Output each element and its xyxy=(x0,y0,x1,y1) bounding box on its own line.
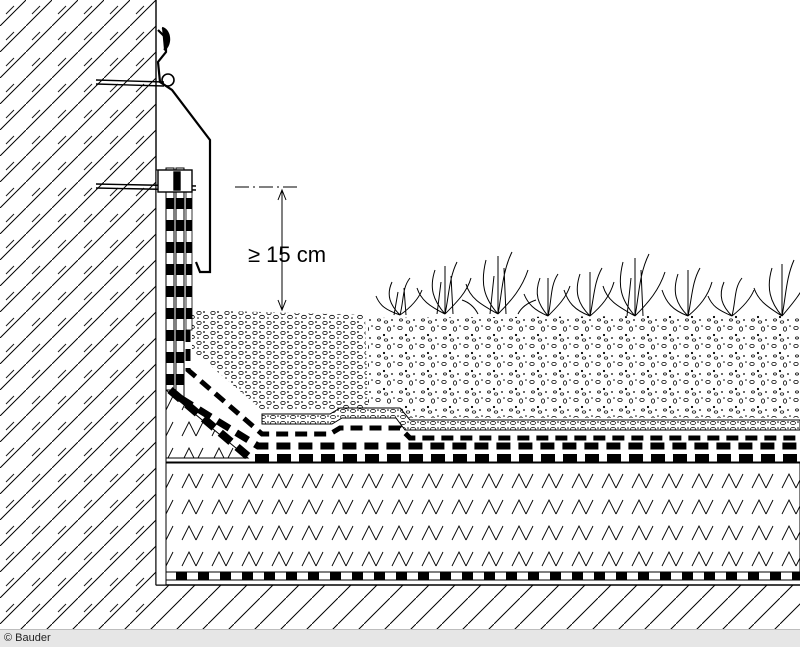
dimension-marker xyxy=(235,186,300,312)
pebble-strip xyxy=(192,310,368,410)
wall-flashing xyxy=(156,26,212,274)
substrate-layer xyxy=(368,315,800,418)
waterproofing-membrane xyxy=(165,167,800,464)
dimension-label: ≥ 15 cm xyxy=(248,242,326,267)
concrete-slab xyxy=(156,584,800,629)
footer-bar: © Bauder xyxy=(0,629,800,647)
concrete-wall xyxy=(0,0,157,629)
roof-detail-drawing: ≥ 15 cm xyxy=(0,0,800,629)
bracket-icon xyxy=(95,79,197,193)
plant-icon xyxy=(375,251,800,317)
copyright-credit: © Bauder xyxy=(4,632,51,644)
